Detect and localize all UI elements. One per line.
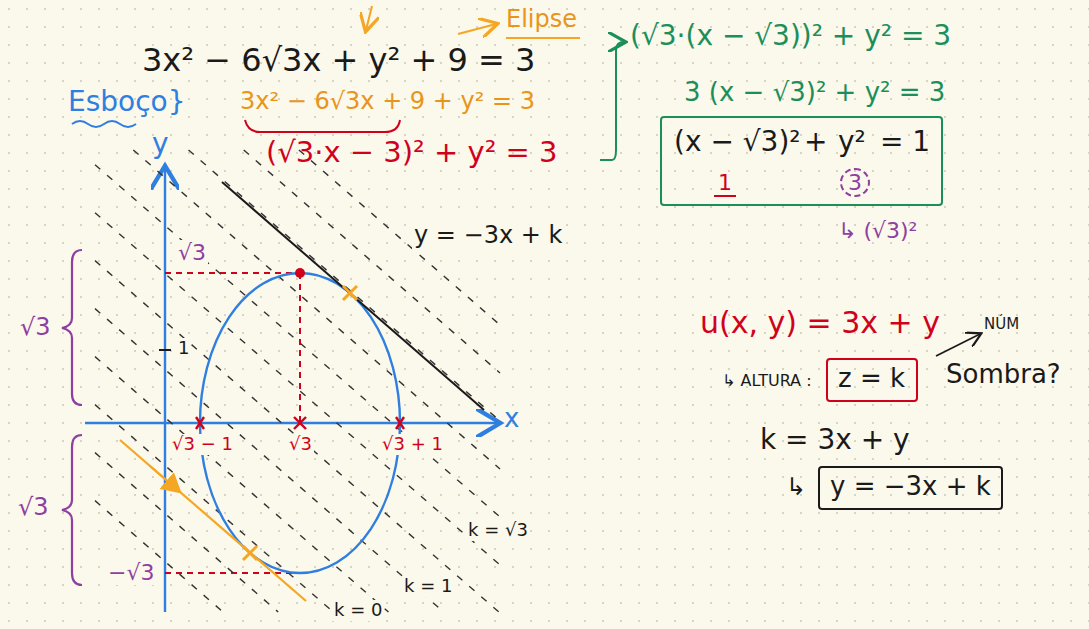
level-line — [244, 150, 500, 373]
direction-arrow — [150, 466, 180, 492]
equation: 3x² − 6√3x + 9 + y² = 3 — [240, 88, 535, 116]
denominator: 3 — [840, 168, 870, 197]
boxed-equation: z = k — [826, 358, 918, 402]
axis-value: √3 − 1 — [170, 434, 235, 455]
level-label: k = √3 — [466, 520, 530, 541]
equation: k = 3x + y — [760, 424, 910, 456]
axis-value: −√3 — [106, 560, 156, 585]
underline — [506, 37, 580, 39]
note-label: Sombra? — [946, 360, 1061, 390]
level-line — [95, 261, 499, 612]
dimension-label: √3 — [18, 314, 53, 342]
guide-lines — [165, 273, 300, 573]
brace — [62, 435, 82, 585]
y-axis — [164, 168, 166, 612]
note-label: Elipse — [506, 6, 577, 34]
boxed-equation: y = −3x + k — [818, 466, 1003, 510]
note-label: NÚM — [984, 316, 1019, 333]
axis-label: x — [504, 404, 519, 434]
level-line — [189, 150, 501, 421]
level-line — [95, 453, 278, 612]
denominator: 1 — [714, 170, 736, 197]
level-label: k = 1 — [402, 576, 454, 597]
axis-tick — [159, 349, 171, 351]
axis-value: √3 + 1 — [380, 434, 445, 455]
equation: 3 (x − √3)² + y² = 3 — [684, 78, 945, 108]
operator: + — [804, 126, 827, 158]
center-mark — [196, 417, 404, 429]
note-label: ↳ — [786, 474, 806, 502]
dimension-label: √3 — [16, 494, 51, 522]
level-line — [95, 213, 500, 565]
tangent-point — [243, 286, 357, 560]
term: = 1 — [880, 126, 930, 158]
wavy-underline — [72, 121, 136, 127]
level-line — [133, 150, 500, 469]
heading-label: Esboço} — [68, 86, 186, 118]
pointer-arrow — [458, 24, 496, 34]
boxed-result: (x − √3)²+ y² = 1 1 3 — [660, 116, 943, 206]
pointer-arrow — [936, 334, 980, 356]
level-line — [95, 357, 389, 612]
equation: y = −3x + k — [830, 472, 991, 502]
x-axis — [85, 422, 498, 424]
brace — [62, 250, 82, 405]
underbrace — [245, 120, 400, 132]
line-label: y = −3x + k — [412, 222, 564, 250]
axis-label: y — [152, 128, 169, 160]
note-label: ↳ (√3)² — [838, 218, 917, 243]
flow-arrow — [600, 42, 624, 160]
level-line — [95, 405, 333, 612]
axis-value: √3 — [287, 434, 314, 455]
ellipse — [200, 273, 400, 573]
level-line — [95, 501, 223, 612]
equation: z = k — [838, 364, 905, 394]
equation: 3x² − 6√3x + y² + 9 = 3 — [142, 42, 535, 79]
axis-value: √3 — [176, 240, 208, 265]
level-line — [95, 165, 500, 517]
level-label: k = 0 — [332, 600, 384, 621]
equation: (√3·x − 3)² + y² = 3 — [266, 136, 557, 169]
term: (x − √3)² — [674, 126, 801, 158]
function-label: u(x, y) = 3x + y — [700, 306, 940, 341]
equation: (√3·(x − √3))² + y² = 3 — [630, 20, 951, 52]
axis-value: 1 — [176, 338, 191, 359]
vertex-point — [295, 268, 305, 278]
tangent-line — [222, 182, 484, 410]
term: y² — [838, 126, 866, 158]
pointer-arrow — [366, 6, 372, 30]
note-label: ↳ ALTURA : — [722, 372, 812, 390]
